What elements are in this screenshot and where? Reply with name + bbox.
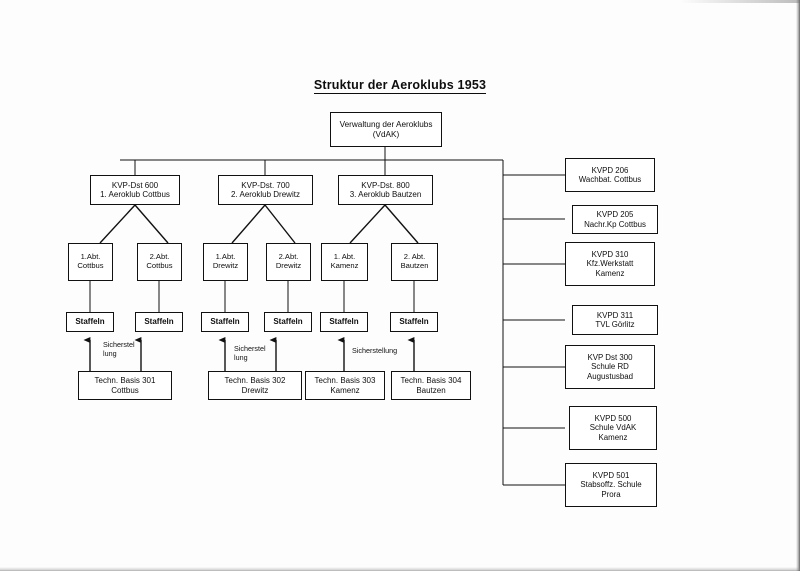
kvpd310-line-3: Kamenz	[595, 268, 625, 278]
node-staffeln-4[interactable]: Staffeln	[264, 312, 312, 332]
node-staffeln-3[interactable]: Staffeln	[201, 312, 249, 332]
root-line-2: (VdAK)	[372, 129, 400, 139]
kvp700-line-2: 2. Aeroklub Drewitz	[231, 190, 300, 199]
kvpd205-line-2: Nachr.Kp Cottbus	[584, 219, 646, 229]
kvp700-line-1: KVP-Dst. 700	[241, 180, 290, 190]
kvpd501-line-1: KVPD 501	[592, 471, 630, 480]
kvpd311-line-2: TVL Görlitz	[595, 320, 635, 329]
abt1-kamenz-line-2: Kamenz	[330, 261, 359, 270]
kvpd501-line-2: Stabsoffz. Schule	[580, 480, 642, 490]
node-1-abt-cottbus[interactable]: 1.Abt. Cottbus	[68, 243, 113, 281]
abt1-kamenz-line-1: 1. Abt.	[333, 252, 356, 262]
node-staffeln-1[interactable]: Staffeln	[66, 312, 114, 332]
node-kvp-dst-300[interactable]: KVP Dst 300 Schule RD Augustusbad	[565, 345, 655, 389]
kvpd500-line-1: KVPD 500	[594, 414, 632, 423]
abt2-drewitz-line-1: 2.Abt.	[278, 252, 299, 262]
tb303-line-1: Techn. Basis 303	[314, 376, 376, 386]
abt1-drewitz-line-2: Drewitz	[212, 261, 239, 270]
kvpd500-line-3: Kamenz	[598, 432, 628, 442]
node-kvp-dst-700[interactable]: KVP-Dst. 700 2. Aeroklub Drewitz	[218, 175, 313, 205]
tb302-line-2: Drewitz	[241, 385, 269, 395]
node-techn-basis-301[interactable]: Techn. Basis 301 Cottbus	[78, 371, 172, 400]
page-title-text: Struktur der Aeroklubs 1953	[313, 78, 487, 94]
kvpd206-line-2: Wachbat. Cottbus	[578, 175, 642, 184]
tb301-line-1: Techn. Basis 301	[94, 376, 156, 386]
node-1-abt-drewitz[interactable]: 1.Abt. Drewitz	[203, 243, 248, 281]
node-kvpd-206[interactable]: KVPD 206 Wachbat. Cottbus	[565, 158, 655, 192]
label-sicherstellung-drewitz: Sicherstel lung	[234, 344, 266, 362]
page-edge-bottom	[0, 567, 800, 571]
node-staffeln-2[interactable]: Staffeln	[135, 312, 183, 332]
staffeln-1-label: Staffeln	[75, 317, 105, 327]
tb303-line-2: Kamenz	[330, 385, 360, 395]
node-kvpd-501[interactable]: KVPD 501 Stabsoffz. Schule Prora	[565, 463, 657, 507]
abt1-cottbus-line-2: Cottbus	[77, 261, 104, 270]
kvp600-line-2: 1. Aeroklub Cottbus	[100, 190, 170, 199]
abt2-bautzen-line-1: 2. Abt.	[403, 252, 426, 262]
kvp600-line-1: KVP-Dst 600	[111, 180, 159, 190]
abt1-drewitz-line-1: 1.Abt.	[215, 252, 236, 262]
kvpdst300-line-1: KVP Dst 300	[587, 353, 633, 362]
node-kvp-dst-600[interactable]: KVP-Dst 600 1. Aeroklub Cottbus	[90, 175, 180, 205]
node-1-abt-kamenz[interactable]: 1. Abt. Kamenz	[321, 243, 368, 281]
label-sicherstellung-cottbus: Sicherstel lung	[103, 340, 135, 358]
kvpdst300-line-2: Schule RD	[591, 362, 629, 372]
node-2-abt-bautzen[interactable]: 2. Abt. Bautzen	[391, 243, 438, 281]
page-edge-top-right	[680, 0, 800, 3]
tb304-line-1: Techn. Basis 304	[400, 376, 462, 386]
staffeln-3-label: Staffeln	[210, 317, 240, 327]
abt2-bautzen-line-2: Bautzen	[400, 261, 429, 270]
abt2-cottbus-line-1: 2.Abt.	[149, 252, 170, 262]
node-staffeln-5[interactable]: Staffeln	[320, 312, 368, 332]
tb304-line-2: Bautzen	[416, 385, 446, 395]
staffeln-4-label: Staffeln	[273, 317, 303, 327]
node-techn-basis-303[interactable]: Techn. Basis 303 Kamenz	[305, 371, 385, 400]
node-kvpd-205[interactable]: KVPD 205 Nachr.Kp Cottbus	[572, 205, 658, 234]
abt1-cottbus-line-1: 1.Abt.	[80, 252, 101, 262]
kvpd205-line-1: KVPD 205	[596, 210, 634, 220]
staffeln-6-label: Staffeln	[399, 317, 429, 327]
tb302-line-1: Techn. Basis 302	[224, 376, 286, 386]
kvpd311-line-1: KVPD 311	[596, 310, 634, 320]
node-kvpd-500[interactable]: KVPD 500 Schule VdAK Kamenz	[569, 406, 657, 450]
node-2-abt-cottbus[interactable]: 2.Abt. Cottbus	[137, 243, 182, 281]
node-staffeln-6[interactable]: Staffeln	[390, 312, 438, 332]
kvpd206-line-1: KVPD 206	[591, 165, 629, 175]
node-2-abt-drewitz[interactable]: 2.Abt. Drewitz	[266, 243, 311, 281]
staffeln-5-label: Staffeln	[329, 317, 359, 327]
node-techn-basis-304[interactable]: Techn. Basis 304 Bautzen	[391, 371, 471, 400]
page-title: Struktur der Aeroklubs 1953	[0, 78, 800, 94]
kvpd500-line-2: Schule VdAK	[589, 423, 637, 433]
kvpd310-line-2: Kfz.Werkstatt	[586, 259, 634, 269]
node-kvp-dst-800[interactable]: KVP-Dst. 800 3. Aeroklub Bautzen	[338, 175, 433, 205]
label-sicherstellung-bautzen: Sicherstellung	[352, 346, 398, 355]
kvp800-line-2: 3. Aeroklub Bautzen	[349, 190, 422, 199]
root-line-1: Verwaltung der Aeroklubs	[339, 119, 433, 129]
direct-unit-connectors	[503, 174, 565, 486]
node-kvpd-311[interactable]: KVPD 311 TVL Görlitz	[572, 305, 658, 335]
tb301-line-2: Cottbus	[111, 385, 139, 395]
node-techn-basis-302[interactable]: Techn. Basis 302 Drewitz	[208, 371, 302, 400]
kvpd501-line-3: Prora	[601, 489, 621, 499]
node-kvpd-310[interactable]: KVPD 310 Kfz.Werkstatt Kamenz	[565, 242, 655, 286]
kvpdst300-line-3: Augustusbad	[586, 371, 634, 381]
kvpd310-line-1: KVPD 310	[591, 250, 629, 259]
abt2-drewitz-line-2: Drewitz	[275, 261, 302, 270]
staffeln-2-label: Staffeln	[144, 317, 174, 327]
abt2-cottbus-line-2: Cottbus	[146, 261, 173, 270]
node-verwaltung-der-aeroklubs[interactable]: Verwaltung der Aeroklubs (VdAK)	[330, 112, 442, 147]
kvp800-line-1: KVP-Dst. 800	[361, 180, 410, 190]
